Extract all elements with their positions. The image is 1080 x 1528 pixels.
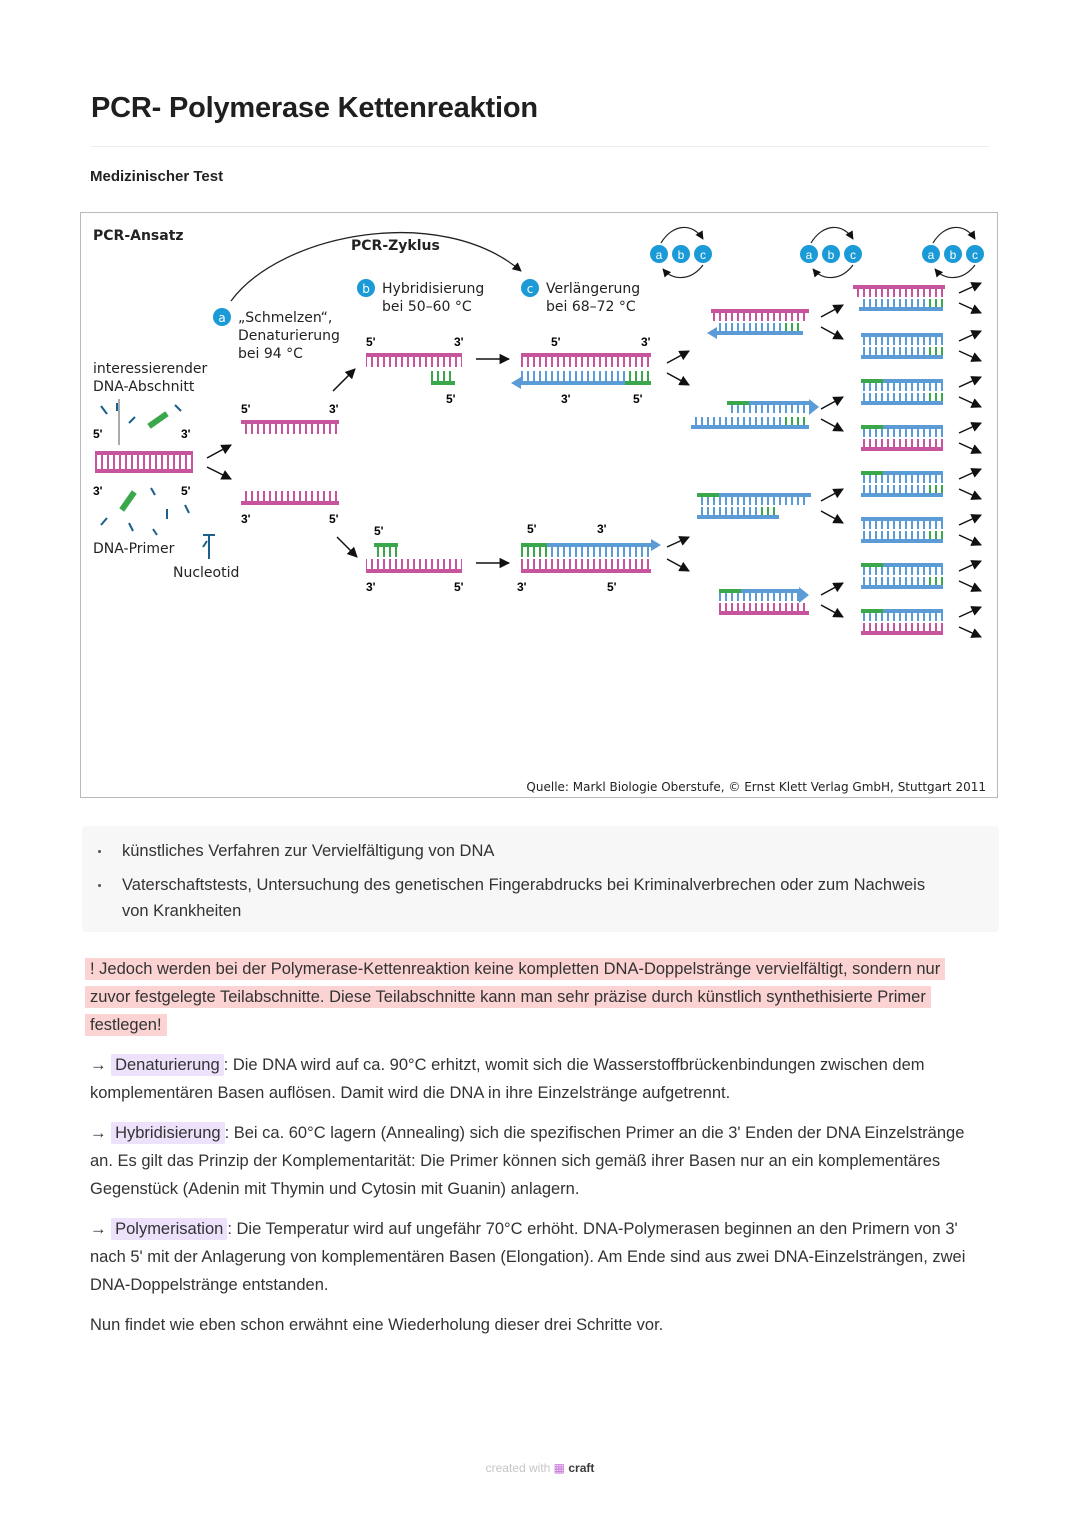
elo-top-3: 3': [641, 335, 651, 349]
step-b-letter: b: [362, 282, 370, 296]
abc-badges-2: a b c: [800, 226, 862, 279]
step-c-label-2: bei 68–72 °C: [546, 299, 636, 315]
cycle1-arrows: [666, 350, 690, 572]
elo-bot-5b: 5': [607, 580, 617, 594]
svg-text:c: c: [700, 248, 706, 262]
cycle-arc: [230, 232, 522, 302]
ansatz-label: PCR-Ansatz: [93, 228, 184, 244]
summary-item: künstliches Verfahren zur Vervielfältigu…: [98, 838, 952, 864]
elo-top-5b: 5': [633, 392, 643, 406]
arrow-icon: →: [90, 1220, 107, 1238]
interest-label-2: DNA-Abschnitt: [93, 379, 195, 395]
abc-badges-3: a b c: [922, 226, 984, 279]
denatured-top-strand: 5' 3': [241, 402, 339, 434]
step-a-label-3: bei 94 °C: [238, 346, 303, 362]
free-primers: [119, 411, 169, 512]
denatured-bottom-strand: 3' 5': [241, 491, 339, 526]
step-text: : Bei ca. 60°C lagern (Annealing) sich d…: [90, 1124, 965, 1198]
interest-label-1: interessierender: [93, 361, 207, 377]
step-a-letter: a: [218, 311, 225, 325]
den-top-5: 5': [241, 402, 251, 416]
term-denaturierung: Denaturierung: [111, 1054, 224, 1076]
elo-top-3b: 3': [561, 392, 571, 406]
cycle2-strands: [691, 309, 819, 615]
free-nucleotides: [100, 403, 208, 548]
step-b-label-2: bei 50–60 °C: [382, 299, 472, 315]
svg-text:b: b: [950, 248, 957, 262]
svg-text:c: c: [850, 248, 856, 262]
hyb-top-5: 5': [366, 335, 376, 349]
hybrid-top: 5' 3' 5': [366, 335, 464, 406]
elong-bottom: 5' 3' 3' 5': [517, 522, 661, 594]
svg-text:a: a: [928, 248, 935, 262]
primer-label: DNA-Primer: [93, 541, 175, 557]
elo-top-5: 5': [551, 335, 561, 349]
footer-brand: craft: [568, 1461, 595, 1475]
step-b-label-1: Hybridisierung: [382, 281, 484, 297]
hyb-bot-5: 5': [454, 580, 464, 594]
svg-text:a: a: [656, 248, 663, 262]
hyb-top-primer-5: 5': [446, 392, 456, 406]
step-polymerisation: → Polymerisation: Die Temperatur wird au…: [90, 1215, 990, 1299]
svg-text:b: b: [828, 248, 835, 262]
hyb-bot-3: 3': [366, 580, 376, 594]
craft-logo-icon: ▦: [553, 1461, 566, 1475]
summary-callout: künstliches Verfahren zur Vervielfältigu…: [82, 826, 999, 932]
start-double-strand: 5' 3' 3' 5': [93, 427, 193, 498]
cycle3-strands: [853, 285, 945, 635]
closing-paragraph: Nun findet wie eben schon erwähnt eine W…: [90, 1316, 664, 1334]
step-a-badge: [213, 308, 231, 326]
term-hybridisierung: Hybridisierung: [111, 1122, 225, 1144]
start-3-label: 3': [181, 427, 191, 441]
hybrid-bottom: 5' 3' 5': [366, 524, 464, 594]
den-bot-3: 3': [241, 512, 251, 526]
step-denaturierung: → Denaturierung: Die DNA wird auf ca. 90…: [90, 1051, 990, 1107]
term-polymerisation: Polymerisation: [111, 1218, 228, 1240]
step-hybridisierung: → Hybridisierung: Bei ca. 60°C lagern (A…: [90, 1119, 990, 1203]
title-divider: [91, 146, 989, 147]
start-3b-label: 3': [93, 484, 103, 498]
nucleotid-label: Nucleotid: [173, 565, 239, 581]
cycle3-arrows: [958, 282, 982, 638]
step-text: : Die DNA wird auf ca. 90°C erhitzt, wom…: [90, 1056, 925, 1102]
pcr-figure: PCR-Ansatz PCR-Zyklus interessierender D…: [80, 212, 998, 798]
step-text: : Die Temperatur wird auf ungefähr 70°C …: [90, 1220, 966, 1294]
hyb-bot-primer-5: 5': [374, 524, 384, 538]
page-title: PCR- Polymerase Kettenreaktion: [91, 92, 538, 124]
start-5-label: 5': [93, 427, 103, 441]
den-bot-5: 5': [329, 512, 339, 526]
cycle2-arrows: [820, 304, 844, 618]
step-b-badge: [357, 279, 375, 297]
pcr-diagram: PCR-Ansatz PCR-Zyklus interessierender D…: [93, 226, 986, 794]
elo-bot-3: 3': [597, 522, 607, 536]
arrow-icon: →: [90, 1124, 107, 1142]
svg-text:a: a: [806, 248, 813, 262]
den-top-3: 3': [329, 402, 339, 416]
warning-text: ! Jedoch werden bei der Polymerase-Kette…: [85, 958, 946, 1036]
footer[interactable]: created with ▦ craft: [0, 1461, 1080, 1475]
figure-source: Quelle: Markl Biologie Oberstufe, © Erns…: [526, 780, 986, 794]
elo-bot-5: 5': [527, 522, 537, 536]
abc-badges-1: a b c: [650, 226, 712, 279]
step-c-letter: c: [527, 282, 534, 296]
elong-top: 5' 3' 3' 5': [511, 335, 651, 406]
step-c-badge: [521, 279, 539, 297]
svg-text:b: b: [678, 248, 685, 262]
section-subtitle: Medizinischer Test: [90, 168, 224, 185]
svg-text:c: c: [972, 248, 978, 262]
nucleotide-symbol: [203, 534, 215, 559]
step-a-label-2: Denaturierung: [238, 328, 340, 344]
step-a-label-1: „Schmelzen“,: [238, 310, 332, 326]
start-5b-label: 5': [181, 484, 191, 498]
warning-note: ! Jedoch werden bei der Polymerase-Kette…: [85, 955, 985, 1039]
arrow-icon: →: [90, 1056, 107, 1074]
summary-item: Vaterschaftstests, Untersuchung des gene…: [98, 872, 952, 924]
zyklus-label: PCR-Zyklus: [351, 238, 440, 254]
hyb-top-3: 3': [454, 335, 464, 349]
step-c-label-1: Verlängerung: [546, 281, 640, 297]
elo-bot-3b: 3': [517, 580, 527, 594]
footer-created: created with: [485, 1461, 551, 1475]
